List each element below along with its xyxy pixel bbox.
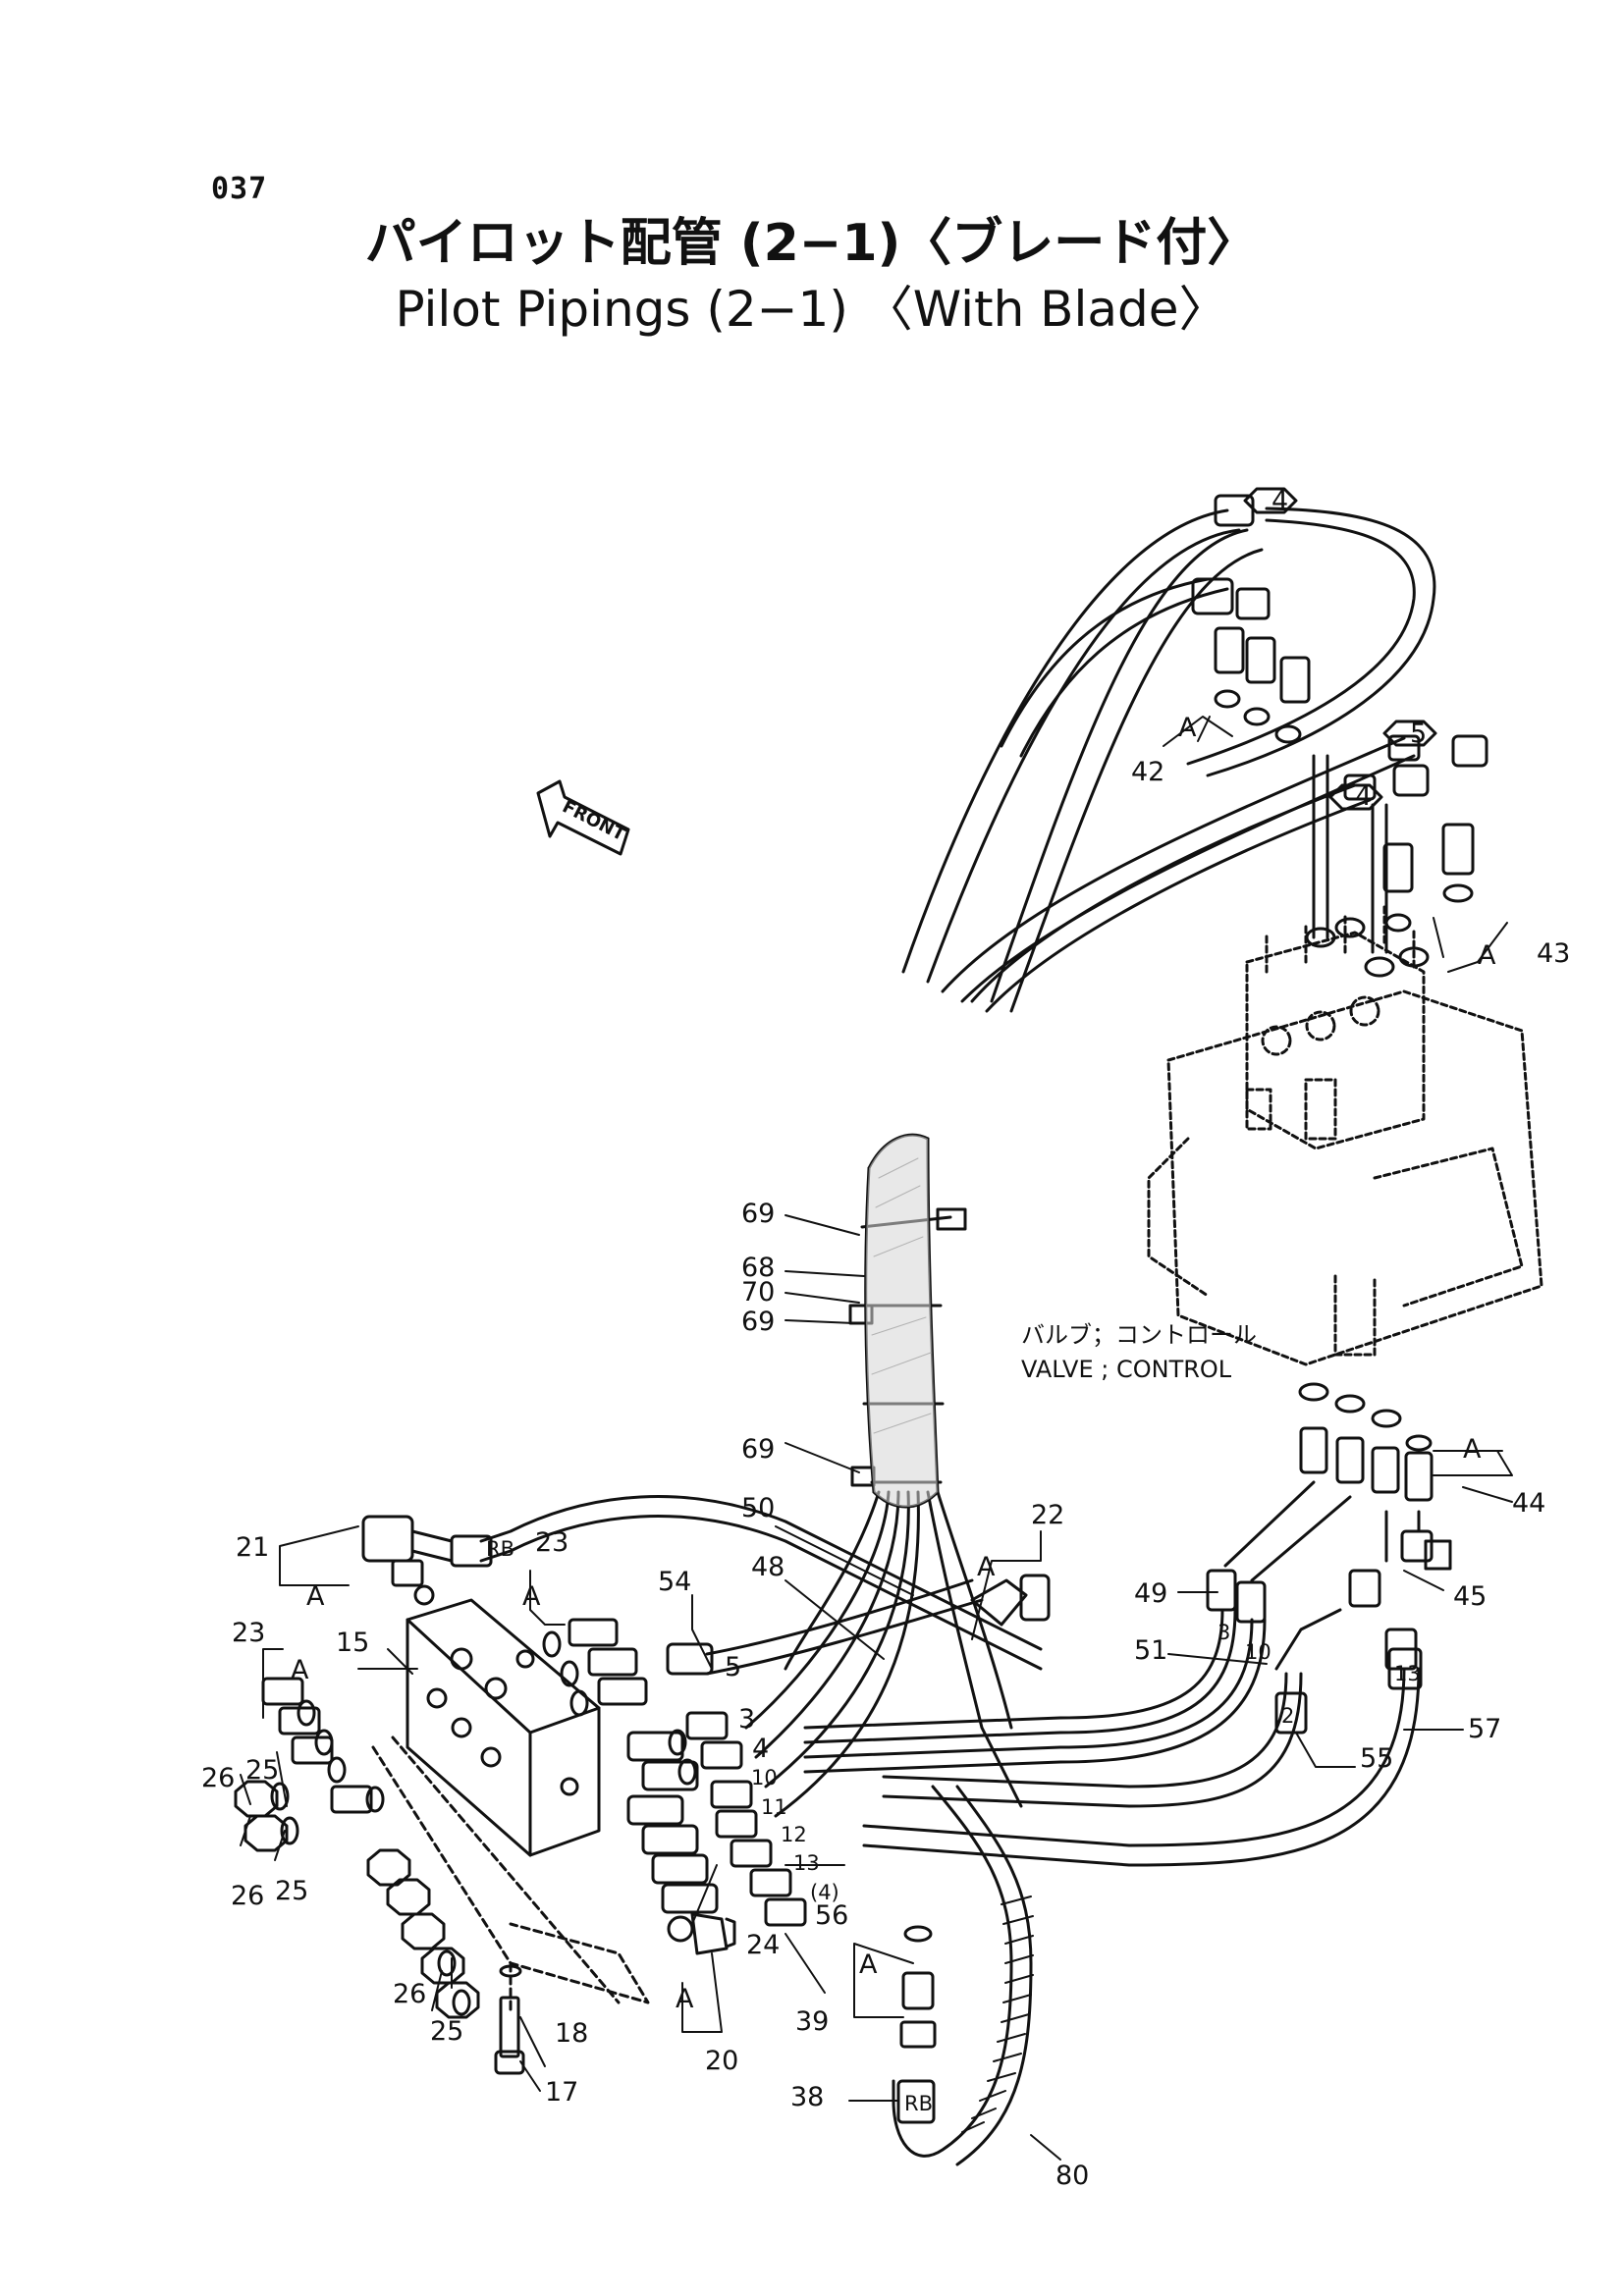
plug-fitting [667, 1912, 736, 1955]
label-a-23-left: A [291, 1655, 309, 1685]
upper-pilot-pipes [901, 507, 1436, 1013]
label-12-block: 12 [781, 1823, 807, 1846]
valve-label-english: VALVE ; CONTROL [1021, 1356, 1232, 1383]
left-fittings [234, 1677, 480, 2019]
label-2-fitting: 2 [1281, 1704, 1294, 1728]
top-block-fittings [542, 1618, 648, 1717]
label-70: 70 [741, 1277, 775, 1308]
label-5: 5 [1410, 719, 1427, 749]
hose-protector [865, 1135, 938, 1507]
label-a-43: A [1478, 940, 1496, 971]
valve-label-japanese: バルブ；コントロール [1021, 1321, 1257, 1349]
label-44: 44 [1512, 1488, 1545, 1519]
leader-lines [240, 716, 1513, 2161]
label-69-mid: 69 [741, 1307, 775, 1337]
label-a-44: A [1463, 1434, 1482, 1465]
label-38: 38 [790, 2082, 824, 2112]
label-26-left-low: 26 [231, 1881, 264, 1911]
right-block-fittings [626, 1711, 807, 1927]
label-39: 39 [795, 2006, 829, 2037]
label-3-fitting: 3 [1217, 1621, 1230, 1644]
label-a-20: A [676, 1984, 694, 2014]
label-18: 18 [555, 2018, 588, 2049]
label-20: 20 [705, 2046, 738, 2076]
label-23-left: 23 [232, 1618, 265, 1648]
label-10-fitting: 10 [1245, 1640, 1271, 1664]
label-15: 15 [336, 1628, 369, 1658]
label-rb-bottom: RB [904, 2092, 933, 2115]
label-54: 54 [658, 1567, 691, 1597]
label-24: 24 [746, 1930, 780, 1960]
label-5-pipe: 5 [725, 1652, 741, 1682]
label-22: 22 [1031, 1500, 1064, 1530]
label-26-bottom: 26 [393, 1979, 426, 2009]
label-23-top: 23 [535, 1527, 568, 1558]
label-45: 45 [1453, 1581, 1487, 1612]
label-43: 43 [1537, 938, 1570, 969]
label-50: 50 [741, 1493, 775, 1523]
rb-return-pipe [361, 1495, 1051, 1676]
label-25-left-top: 25 [245, 1755, 279, 1786]
label-25-left-low: 25 [275, 1876, 308, 1906]
label-56: 56 [815, 1900, 848, 1931]
label-55: 55 [1360, 1743, 1393, 1774]
label-4-top: 4 [1271, 486, 1288, 516]
front-arrow-label: FRONT [559, 796, 628, 845]
mounting-bracket [371, 1735, 650, 2014]
label-rb-top: RB [486, 1537, 514, 1561]
valve-bottom-fittings [1206, 1382, 1452, 1671]
label-13-fitting: 13 [1394, 1662, 1421, 1685]
label-25-bottom: 25 [430, 2016, 463, 2047]
lower-pilot-pipes [803, 1608, 1423, 1867]
title-english: Pilot Pipings (2−1) 〈With Blade〉 [395, 281, 1228, 338]
label-3-block: 3 [738, 1704, 755, 1735]
label-a-39: A [859, 1949, 878, 1980]
label-80: 80 [1055, 2161, 1089, 2191]
page-number: 037 [211, 172, 268, 206]
label-49: 49 [1134, 1578, 1167, 1609]
label-57: 57 [1468, 1714, 1501, 1744]
title-japanese: パイロット配管 (2−1)〈ブレード付〉 [364, 214, 1259, 273]
front-arrow [536, 779, 630, 856]
label-48: 48 [751, 1552, 784, 1582]
drain-hose-coil [961, 1896, 1034, 2133]
label-a-21: A [306, 1581, 325, 1612]
label-13-block: 13 [793, 1851, 820, 1875]
label-4-block: 4 [752, 1734, 769, 1764]
manifold-block [406, 1598, 601, 1857]
label-51: 51 [1134, 1635, 1167, 1666]
label-68: 68 [741, 1253, 775, 1283]
label-10-block: 10 [751, 1766, 778, 1789]
valve-top-ports [1305, 754, 1430, 978]
control-valve [1147, 901, 1543, 1366]
label-a-22: A [977, 1552, 996, 1582]
label-69-top: 69 [741, 1199, 775, 1229]
upper-fittings [1191, 487, 1488, 933]
label-26-left-top: 26 [201, 1763, 235, 1793]
bolt-and-washer [494, 1964, 525, 2075]
label-17: 17 [545, 2077, 578, 2108]
label-a-42: A [1178, 713, 1197, 743]
drain-hose [892, 1785, 1033, 2166]
label-11-block: 11 [761, 1795, 787, 1819]
callout-labels: 4 5 4 42 A 43 A 44 A 45 69 70 68 69 69 5… [201, 486, 1570, 2191]
label-a-23-top: A [522, 1581, 541, 1612]
label-21: 21 [236, 1532, 269, 1563]
label-4-mid: 4 [1355, 781, 1372, 812]
label-4-paren: (4) [810, 1881, 839, 1904]
label-42: 42 [1131, 757, 1164, 787]
label-69-low: 69 [741, 1434, 775, 1465]
